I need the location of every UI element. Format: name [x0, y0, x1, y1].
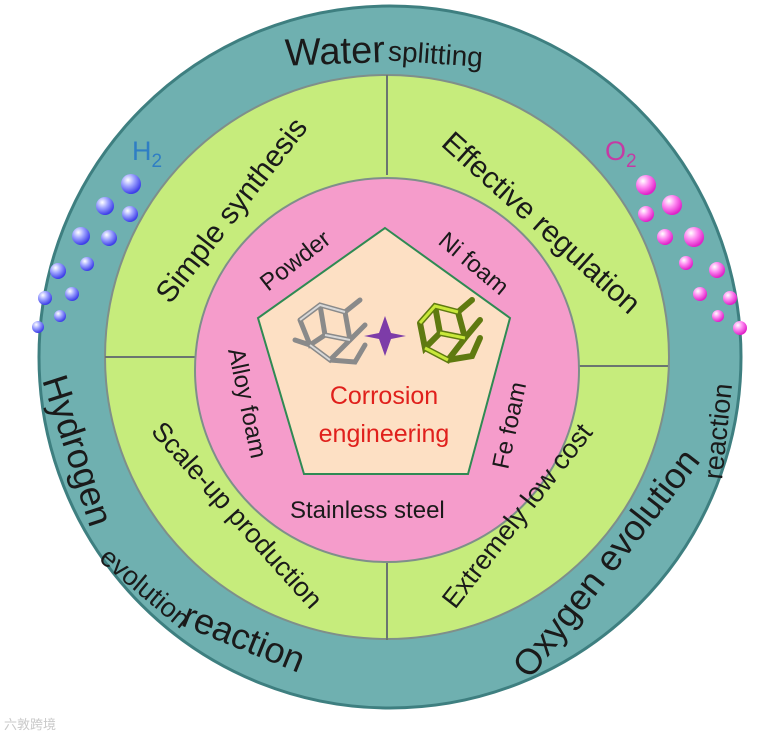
oxygen-bubbles [636, 175, 747, 335]
green-structure-icon [417, 297, 483, 364]
gray-structure-icon [292, 297, 368, 365]
o2-bubble [662, 195, 682, 215]
o2-bubble [709, 262, 725, 278]
o2-bubble [723, 291, 737, 305]
o2-bubble [684, 227, 704, 247]
hydrogen-bubbles [32, 174, 141, 333]
o2-bubble [693, 287, 707, 301]
o2-bubble [712, 310, 724, 322]
outer-title-small: splitting [387, 35, 484, 73]
h2-bubble [38, 291, 52, 305]
o2-bubble [638, 206, 654, 222]
h2-bubble [65, 287, 79, 301]
h2-bubble [54, 310, 66, 322]
watermark-text: 六敦跨境 [4, 718, 57, 733]
h2-bubble [50, 263, 66, 279]
o2-bubble [733, 321, 747, 335]
center-corrosion: Corrosion [330, 382, 438, 410]
pink-stainless-steel: Stainless steel [290, 497, 445, 524]
h2-bubble [96, 197, 114, 215]
o2-bubble [657, 229, 673, 245]
h2-bubble [72, 227, 90, 245]
h2-bubble [122, 206, 138, 222]
h2-bubble [121, 174, 141, 194]
center-engineering: engineering [319, 420, 450, 448]
o2-bubble [679, 256, 693, 270]
h2-bubble [80, 257, 94, 271]
outer-title-big: Water [284, 29, 386, 74]
o2-bubble [636, 175, 656, 195]
h2-bubble [32, 321, 44, 333]
h2-label: H2 [132, 136, 162, 172]
o2-label: O2 [605, 136, 637, 172]
h2-bubble [101, 230, 117, 246]
sparkle-icon [364, 316, 406, 356]
